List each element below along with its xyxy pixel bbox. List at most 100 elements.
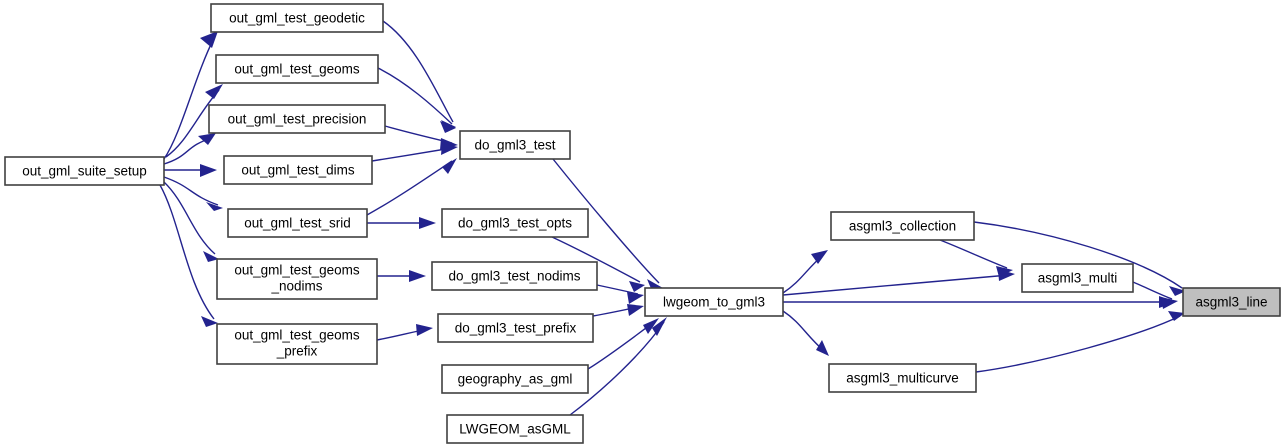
arrowhead-icon — [1161, 297, 1178, 309]
node-label: do_gml3_test_prefix — [455, 321, 577, 336]
node-do_gml3_test_opts[interactable]: do_gml3_test_opts — [441, 208, 589, 238]
node-box[interactable] — [215, 54, 379, 84]
node-box[interactable] — [210, 3, 384, 33]
node-box[interactable] — [431, 261, 598, 291]
node-box[interactable] — [1182, 287, 1281, 317]
arrowhead-icon — [416, 324, 433, 336]
node-label: lwgeom_to_gml3 — [663, 295, 765, 310]
edge-lwgeom_to_gml3-to-asgml3_line — [783, 296, 1176, 308]
edge-lwgeom_to_gml3-to-asgml3_collection — [782, 250, 828, 294]
edge-do_gml3_test_nodims-to-lwgeom_to_gml3 — [596, 284, 644, 304]
arrowhead-icon — [206, 202, 223, 211]
edge-line — [163, 176, 219, 206]
edge-asgml3_collection-to-asgml3_multi — [939, 239, 1013, 277]
node-label: do_gml3_test_opts — [458, 216, 572, 231]
node-lwgeom_to_gml3[interactable]: lwgeom_to_gml3 — [644, 287, 784, 317]
edge-line — [371, 147, 453, 162]
edge-line — [782, 310, 825, 352]
node-box[interactable] — [227, 208, 368, 238]
node-do_gml3_test_nodims[interactable]: do_gml3_test_nodims — [431, 261, 598, 291]
edge-lwgeom_to_gml3-to-asgml3_multi — [782, 269, 1015, 296]
edge-line — [587, 321, 655, 370]
node-label: out_gml_test_srid — [244, 216, 351, 231]
edge-line — [551, 236, 641, 283]
node-box[interactable] — [216, 258, 378, 300]
edge-out_gml_test_srid-to-do_gml3_test_opts — [367, 217, 436, 229]
edge-line — [975, 315, 1181, 373]
node-box[interactable] — [446, 414, 584, 444]
node-label-line2: _prefix — [276, 344, 318, 359]
edge-line — [366, 160, 453, 216]
arrowhead-icon — [627, 292, 644, 304]
arrowhead-icon — [811, 250, 828, 264]
edge-asgml3_collection-to-asgml3_line — [973, 221, 1186, 296]
edge-line — [163, 37, 215, 160]
arrowhead-icon — [1169, 286, 1186, 296]
node-box[interactable] — [441, 364, 589, 394]
node-out_gml_test_precision[interactable]: out_gml_test_precision — [208, 104, 386, 134]
edge-line — [596, 284, 639, 295]
arrowhead-icon — [419, 217, 436, 229]
node-box[interactable] — [1021, 263, 1134, 293]
edge-LWGEOM_asGML-to-lwgeom_to_gml3 — [569, 317, 667, 416]
arrowhead-icon — [1168, 311, 1185, 321]
edge-do_gml3_test_opts-to-lwgeom_to_gml3 — [551, 236, 645, 292]
node-LWGEOM_asGML[interactable]: LWGEOM_asGML — [446, 414, 584, 444]
node-out_gml_test_dims[interactable]: out_gml_test_dims — [223, 155, 373, 185]
node-box[interactable] — [216, 323, 378, 365]
edge-line — [973, 221, 1183, 289]
node-box[interactable] — [441, 208, 589, 238]
node-box[interactable] — [459, 130, 571, 160]
edge-geography_as_gml-to-lwgeom_to_gml3 — [587, 318, 659, 370]
edge-out_gml_test_srid-to-do_gml3_test — [366, 158, 457, 216]
node-do_gml3_test[interactable]: do_gml3_test — [459, 130, 571, 160]
node-box[interactable] — [644, 287, 784, 317]
node-asgml3_multicurve[interactable]: asgml3_multicurve — [828, 363, 977, 393]
edge-out_gml_test_geoms-to-do_gml3_test — [377, 67, 456, 133]
node-label: out_gml_test_geoms — [234, 263, 360, 278]
node-out_gml_test_geoms_nodims[interactable]: out_gml_test_geoms_nodims — [216, 258, 378, 300]
node-box[interactable] — [223, 155, 373, 185]
edge-out_gml_suite_setup-to-out_gml_test_geoms_nodims — [163, 181, 219, 262]
arrowhead-icon — [627, 304, 644, 316]
node-out_gml_test_geoms[interactable]: out_gml_test_geoms — [215, 54, 379, 84]
arrowhead-icon — [409, 270, 426, 282]
arrowhead-icon — [441, 143, 458, 155]
node-asgml3_line[interactable]: asgml3_line — [1182, 287, 1281, 317]
arrowhead-icon — [442, 158, 457, 174]
arrowhead-icon — [203, 251, 219, 262]
edge-out_gml_suite_setup-to-out_gml_test_dims — [164, 164, 217, 177]
node-box[interactable] — [828, 363, 977, 393]
arrowhead-icon — [200, 164, 217, 177]
node-asgml3_multi[interactable]: asgml3_multi — [1021, 263, 1134, 293]
node-out_gml_test_geoms_prefix[interactable]: out_gml_test_geoms_prefix — [216, 323, 378, 365]
node-label: out_gml_test_dims — [241, 163, 355, 178]
node-out_gml_test_geodetic[interactable]: out_gml_test_geodetic — [210, 3, 384, 33]
edge-out_gml_suite_setup-to-out_gml_test_geoms_prefix — [159, 184, 218, 327]
edges-layer — [159, 20, 1186, 416]
edge-line — [782, 274, 1010, 296]
arrowhead-icon — [643, 318, 659, 334]
node-box[interactable] — [208, 104, 386, 134]
edge-line — [159, 184, 215, 320]
node-box[interactable] — [830, 211, 975, 241]
arrowhead-icon — [440, 121, 456, 133]
edge-line — [377, 67, 453, 125]
edge-line — [163, 181, 216, 255]
node-out_gml_test_srid[interactable]: out_gml_test_srid — [227, 208, 368, 238]
node-do_gml3_test_prefix[interactable]: do_gml3_test_prefix — [437, 313, 594, 343]
node-asgml3_collection[interactable]: asgml3_collection — [830, 211, 975, 241]
edge-line — [382, 20, 454, 123]
node-geography_as_gml[interactable]: geography_as_gml — [441, 364, 589, 394]
arrowhead-icon — [629, 281, 645, 292]
node-out_gml_suite_setup[interactable]: out_gml_suite_setup — [4, 156, 165, 186]
node-box[interactable] — [437, 313, 594, 343]
edge-asgml3_multicurve-to-asgml3_line — [975, 311, 1185, 373]
arrowhead-icon — [200, 31, 218, 48]
node-box[interactable] — [4, 156, 165, 186]
edge-out_gml_suite_setup-to-out_gml_test_precision — [163, 133, 216, 165]
arrowhead-icon — [201, 316, 218, 327]
arrowhead-icon — [652, 317, 667, 336]
nodes-layer: out_gml_suite_setup out_gml_test_geodetic… — [4, 3, 1281, 444]
